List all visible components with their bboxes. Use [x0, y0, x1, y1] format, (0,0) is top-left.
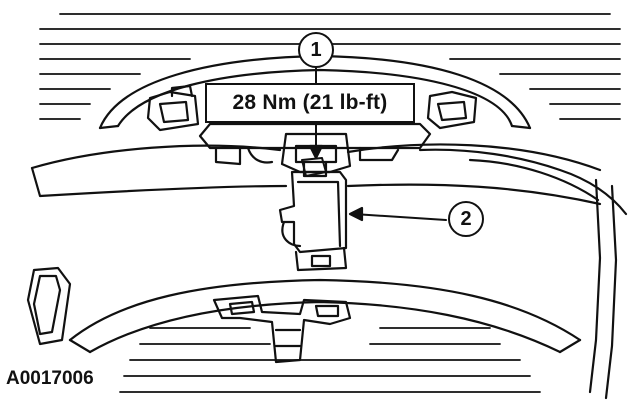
torque-spec-label: 28 Nm (21 lb-ft)	[205, 83, 415, 123]
callout-2: 2	[448, 201, 484, 237]
leader-line-2	[353, 213, 447, 221]
bolt-head	[301, 157, 327, 177]
figure-id: A0017006	[6, 368, 94, 389]
latch-bracket-left	[146, 90, 200, 132]
hood-latch-striker	[278, 170, 348, 254]
hood-outline	[30, 144, 282, 170]
lower-bumper-arch	[68, 278, 582, 342]
latch-bracket-right	[426, 90, 478, 130]
callout-1: 1	[298, 32, 334, 68]
release-mechanism	[212, 294, 352, 364]
lower-slats	[119, 327, 541, 393]
lamp-opening-left	[26, 266, 72, 346]
latch-body	[198, 122, 432, 150]
